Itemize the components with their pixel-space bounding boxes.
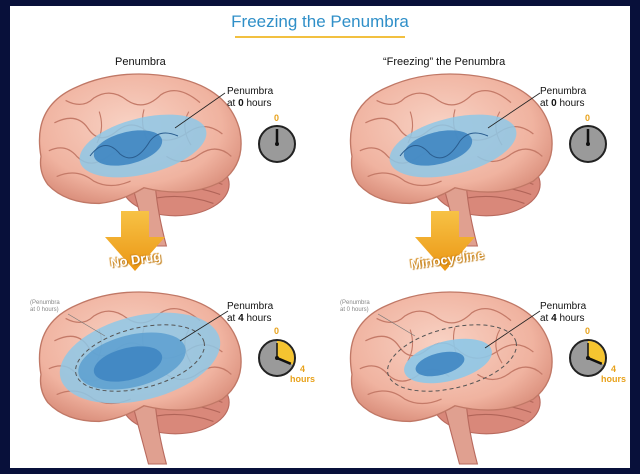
diagram-panel: Freezing the Penumbra	[10, 6, 630, 468]
left-bottom-clock-start: 0	[274, 326, 279, 336]
left-heading: Penumbra	[115, 56, 166, 68]
left-bottom-label: Penumbra at 4 hours	[227, 301, 273, 325]
right-bottom-clock-start: 0	[585, 326, 590, 336]
right-bottom-label: Penumbra at 4 hours	[540, 301, 586, 325]
brain-left-bottom	[39, 292, 241, 464]
clock-icon-right-top	[570, 126, 606, 162]
left-top-clock-value: 0	[274, 113, 279, 123]
brain-right-bottom	[350, 292, 552, 464]
right-top-clock-value: 0	[585, 113, 590, 123]
clock-icon-left-top	[259, 126, 295, 162]
right-heading: “Freezing” the Penumbra	[383, 56, 505, 68]
illustration-layer	[10, 6, 630, 468]
right-top-label: Penumbra at 0 hours	[540, 86, 586, 110]
left-top-label: Penumbra at 0 hours	[227, 86, 273, 110]
